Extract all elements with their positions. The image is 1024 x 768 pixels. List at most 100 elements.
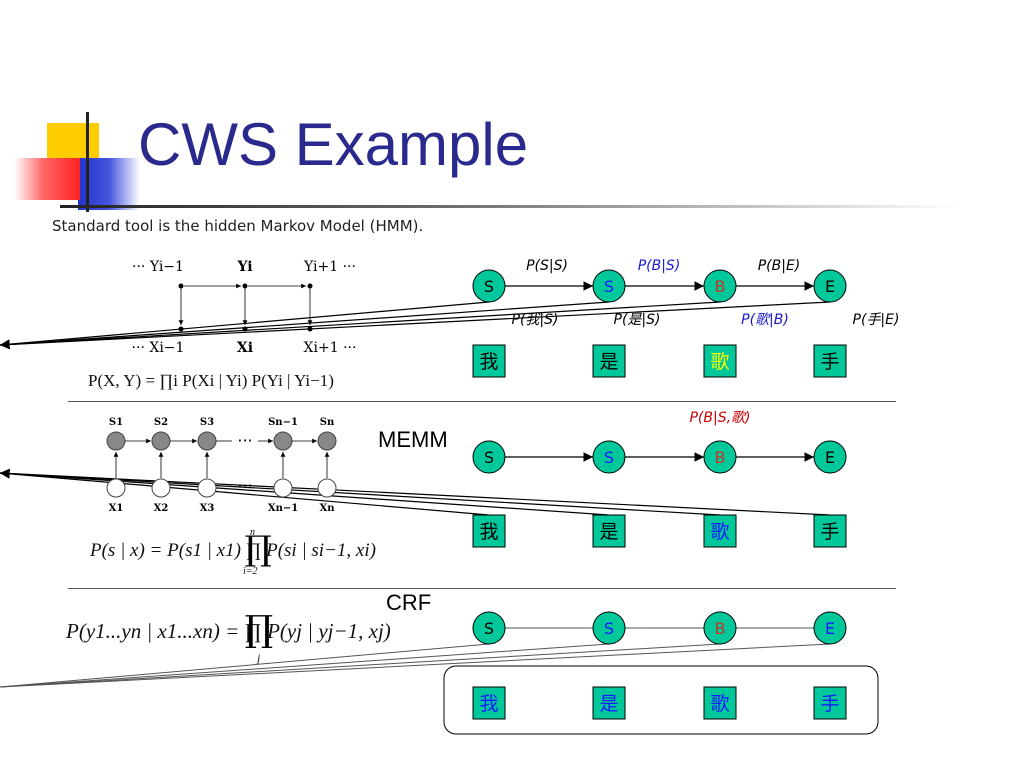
memm-graph-state-node bbox=[317, 431, 337, 451]
hmm-state-node bbox=[813, 269, 847, 303]
crf-char-text: 手 bbox=[820, 693, 839, 715]
memm-char-text: 歌 bbox=[710, 521, 729, 543]
crf-char-text: 是 bbox=[599, 693, 618, 715]
memm-state-node bbox=[703, 440, 737, 474]
memm-state-text: B bbox=[715, 448, 726, 467]
crf-char-box bbox=[472, 686, 506, 720]
hmm-emission-label: P(手|E) bbox=[853, 312, 900, 328]
memm-char-text: 是 bbox=[599, 521, 618, 543]
deco-red-square bbox=[14, 158, 80, 200]
memm-graph-state-label: S3 bbox=[200, 417, 214, 428]
hmm-char-box bbox=[813, 344, 847, 378]
hmm-graph-top-label: Yi bbox=[236, 259, 252, 275]
hmm-transition-label: P(B|S) bbox=[638, 258, 681, 274]
hmm-formula: P(X, Y) = ∏i P(Xi | Yi) P(Yi | Yi−1) bbox=[88, 371, 334, 390]
hmm-transition-label: P(B|E) bbox=[758, 258, 801, 274]
memm-char-box bbox=[703, 514, 737, 548]
memm-label: MEMM bbox=[378, 427, 448, 452]
memm-formula: P(s | x) = P(s1 | x1) ∏ P(si | si−1, xi) bbox=[90, 540, 376, 561]
hmm-graph-node bbox=[307, 326, 313, 332]
hmm-state-node bbox=[472, 269, 506, 303]
crf-state-node bbox=[592, 611, 626, 645]
crf-char-text: 我 bbox=[479, 693, 498, 715]
memm-state-node bbox=[592, 440, 626, 474]
hmm-state-node bbox=[592, 269, 626, 303]
memm-prod-upper: n bbox=[250, 527, 255, 538]
memm-char-box bbox=[813, 514, 847, 548]
hmm-graph-node bbox=[178, 326, 184, 332]
memm-graph-dots: ··· bbox=[237, 431, 252, 450]
hmm-emission-edge bbox=[0, 301, 721, 350]
hmm-state-text: S bbox=[604, 277, 614, 296]
memm-graph-state-label: S2 bbox=[154, 417, 168, 428]
crf-state-node bbox=[703, 611, 737, 645]
memm-graph-obs-label: Xn bbox=[319, 503, 335, 514]
crf-char-box bbox=[592, 686, 626, 720]
memm-state-text: E bbox=[825, 448, 835, 467]
memm-char-text: 我 bbox=[479, 521, 498, 543]
deco-vertical-line bbox=[86, 112, 89, 212]
memm-graph-state-node bbox=[151, 431, 171, 451]
memm-char-text: 手 bbox=[820, 521, 839, 543]
hmm-emission-label: P(歌|B) bbox=[741, 312, 789, 328]
hmm-char-text: 我 bbox=[479, 351, 498, 373]
memm-graph-obs-node bbox=[317, 478, 337, 498]
hmm-state-node bbox=[703, 269, 737, 303]
hmm-char-box bbox=[592, 344, 626, 378]
crf-state-text: S bbox=[604, 619, 614, 638]
hmm-graph-top-label: Yi+1 ··· bbox=[303, 259, 356, 275]
memm-annotation: P(B|S,歌) bbox=[689, 410, 750, 426]
crf-state-text: E bbox=[825, 619, 835, 638]
memm-state-text: S bbox=[604, 448, 614, 467]
memm-state-node bbox=[813, 440, 847, 474]
hmm-emission-label: P(是|S) bbox=[614, 312, 661, 328]
crf-observation-group bbox=[443, 665, 879, 735]
memm-graph-state-label: S1 bbox=[109, 417, 123, 428]
memm-state-text: S bbox=[484, 448, 494, 467]
memm-graph-state-node bbox=[273, 431, 293, 451]
hmm-graph-bottom-label: Xi+1 ··· bbox=[304, 340, 357, 356]
hmm-graph-bottom-label: ··· Xi−1 bbox=[132, 340, 185, 356]
memm-graph-obs-node bbox=[273, 478, 293, 498]
memm-graph-obs-label: Xn−1 bbox=[268, 503, 298, 514]
memm-graph-dots: ··· bbox=[237, 476, 252, 495]
hmm-char-box bbox=[703, 344, 737, 378]
crf-char-box bbox=[813, 686, 847, 720]
crf-label: CRF bbox=[386, 590, 432, 615]
memm-emission-edge bbox=[0, 468, 610, 516]
separator-memm-crf bbox=[68, 588, 896, 589]
hmm-emission-edge bbox=[0, 301, 831, 350]
memm-graph-obs-node bbox=[197, 478, 217, 498]
memm-product-symbol: ∏ bbox=[244, 529, 271, 569]
hmm-state-text: B bbox=[715, 277, 726, 296]
memm-graph-obs-label: X3 bbox=[200, 503, 215, 514]
page-title: CWS Example bbox=[138, 111, 529, 178]
hmm-emission-label: P(我|S) bbox=[512, 312, 559, 328]
hmm-graph-node bbox=[242, 326, 248, 332]
memm-prod-lower: i=2 bbox=[243, 566, 258, 577]
memm-graph-obs-node bbox=[106, 478, 126, 498]
deco-horizontal-line bbox=[60, 205, 960, 208]
crf-state-text: S bbox=[484, 619, 494, 638]
hmm-state-text: E bbox=[825, 277, 835, 296]
memm-graph-state-label: Sn bbox=[320, 417, 335, 428]
hmm-graph-node bbox=[242, 283, 248, 289]
crf-char-text: 歌 bbox=[710, 693, 729, 715]
crf-product-symbol: ∏ bbox=[245, 609, 274, 650]
crf-char-box bbox=[703, 686, 737, 720]
hmm-transition-label: P(S|S) bbox=[526, 258, 568, 274]
crf-prod-lower: j bbox=[257, 651, 261, 665]
hmm-char-text: 歌 bbox=[710, 351, 729, 373]
crf-state-node bbox=[813, 611, 847, 645]
crf-state-node bbox=[472, 611, 506, 645]
crf-emission-edge bbox=[0, 643, 831, 688]
hmm-char-box bbox=[472, 344, 506, 378]
hmm-emission-edge bbox=[0, 301, 610, 350]
separator-hmm-memm bbox=[68, 401, 896, 402]
memm-graph-state-label: Sn−1 bbox=[268, 417, 298, 428]
memm-graph-obs-node bbox=[151, 478, 171, 498]
memm-emission-edge bbox=[0, 468, 831, 516]
hmm-char-text: 手 bbox=[820, 351, 839, 373]
